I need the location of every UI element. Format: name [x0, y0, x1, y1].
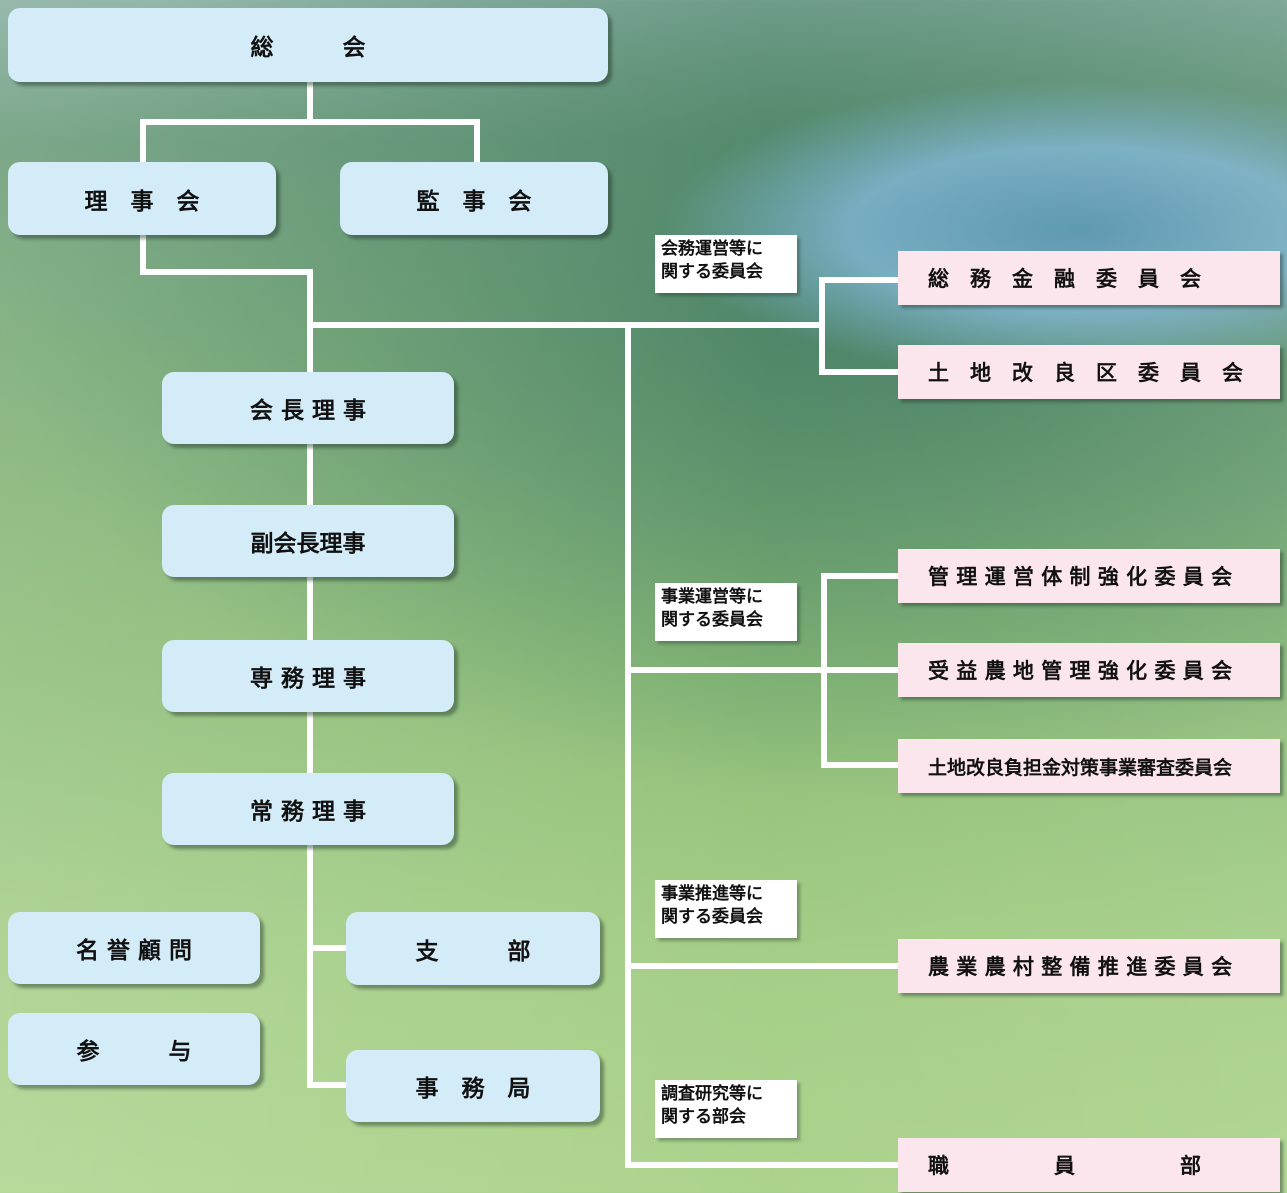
executive-director-box: 常 務 理 事 [162, 773, 454, 845]
committee-farmland-management: 受 益 農 地 管 理 強 化 委 員 会 [898, 643, 1280, 697]
general-assembly-box: 総 会 [8, 8, 608, 82]
committee-management-structure: 管 理 運 営 体 制 強 化 委 員 会 [898, 549, 1280, 603]
managing-director-box: 専 務 理 事 [162, 640, 454, 712]
committee-land-improvement-district: 土 地 改 良 区 委 員 会 [898, 345, 1280, 399]
tag-line: 関する委員会 [661, 261, 791, 284]
committee-group-tag-admin: 会務運営等に 関する委員会 [655, 235, 797, 293]
honorary-advisor-box: 名 誉 顧 問 [8, 912, 260, 984]
tag-line: 会務運営等に [661, 238, 791, 261]
counselor-box: 参 与 [8, 1013, 260, 1085]
board-of-directors-box: 理 事 会 [8, 162, 276, 235]
committee-group-tag-research: 調査研究等に 関する部会 [655, 1080, 797, 1138]
vice-president-box: 副会長理事 [162, 505, 454, 577]
committee-general-finance: 総 務 金 融 委 員 会 [898, 251, 1280, 305]
secretariat-box: 事 務 局 [346, 1050, 600, 1122]
tag-line: 事業推進等に [661, 883, 791, 906]
branch-box: 支 部 [346, 912, 600, 985]
committee-group-tag-operations: 事業運営等に 関する委員会 [655, 583, 797, 641]
president-box: 会 長 理 事 [162, 372, 454, 444]
auditors-box: 監 事 会 [340, 162, 608, 235]
tag-line: 関する委員会 [661, 906, 791, 929]
tag-line: 調査研究等に [661, 1083, 791, 1106]
committee-group-tag-promotion: 事業推進等に 関する委員会 [655, 880, 797, 938]
tag-line: 事業運営等に [661, 586, 791, 609]
committee-staff-section: 職 員 部 会 [898, 1138, 1280, 1192]
committee-burden-review: 土地改良負担金対策事業審査委員会 [898, 739, 1280, 793]
tag-line: 関する委員会 [661, 609, 791, 632]
tag-line: 関する部会 [661, 1106, 791, 1129]
committee-rural-development: 農 業 農 村 整 備 推 進 委 員 会 [898, 939, 1280, 993]
